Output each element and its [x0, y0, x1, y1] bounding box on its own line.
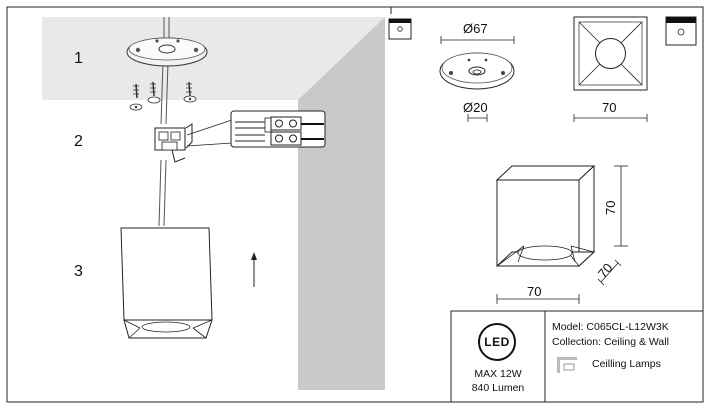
screw-middle	[147, 81, 161, 104]
led-badge-text: LED	[484, 335, 510, 349]
terminal-block	[154, 123, 193, 163]
callout-line-bottom	[186, 142, 233, 147]
hole-diameter-dim	[467, 114, 488, 122]
side-width-label: 70	[527, 284, 541, 299]
lumen-rating: 840 Lumen	[471, 382, 525, 394]
base-plate-drawing	[439, 52, 515, 90]
side-height-dim	[614, 165, 628, 247]
side-width-dim	[496, 294, 580, 304]
wiring-detail	[230, 110, 326, 148]
collection-name: Collection: Ceiling & Wall	[552, 336, 669, 348]
ceiling-mount-icon-right	[665, 16, 697, 46]
model-number: Model: C065CL-L12W3K	[552, 321, 669, 333]
step-number-2: 2	[74, 133, 83, 150]
step-number-1: 1	[74, 50, 83, 67]
step-number-3: 3	[74, 263, 83, 280]
base-diameter-dim	[440, 36, 515, 44]
side-view-drawing	[495, 164, 596, 268]
ceiling-surface	[42, 17, 385, 100]
base-diameter-label: Ø67	[463, 21, 488, 36]
side-depth-dim	[597, 259, 622, 286]
ceiling-mount-icon-left	[388, 18, 412, 40]
category-label: Ceilling Lamps	[592, 358, 661, 370]
hole-diameter-label: Ø20	[463, 100, 488, 115]
suspension-cable	[158, 17, 170, 227]
arrow-up-icon	[251, 252, 257, 287]
top-width-label: 70	[602, 100, 616, 115]
top-view-drawing	[573, 16, 648, 91]
sheet-border	[6, 6, 704, 403]
mounting-screws	[129, 81, 197, 111]
power-rating: MAX 12W	[474, 368, 522, 380]
top-width-dim	[573, 114, 648, 122]
screw-right	[183, 81, 197, 103]
led-badge: LED	[478, 323, 516, 361]
mounting-plate	[126, 37, 208, 67]
lamp-body	[120, 227, 213, 339]
screw-left	[129, 83, 143, 111]
side-depth-label: 70	[595, 260, 616, 281]
callout-line-top	[186, 119, 233, 136]
side-height-label: 70	[603, 201, 618, 215]
ceiling-lamp-icon	[556, 356, 578, 374]
wall-surface	[298, 17, 385, 390]
